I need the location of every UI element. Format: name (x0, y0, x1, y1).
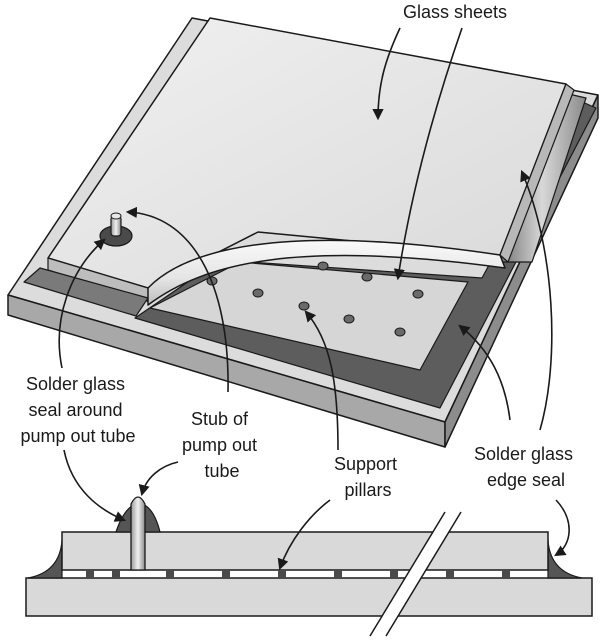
label-support-pillars: Support pillars (334, 454, 402, 500)
arrow-support-pillars-section (277, 499, 331, 571)
label-stub-tube: Stub of pump out tube (182, 409, 262, 481)
arrow-glass-sheets-top (372, 27, 401, 121)
pillar (361, 272, 373, 282)
arrow-stub-tube-section (138, 461, 179, 497)
section-break-lines (369, 511, 462, 637)
arrow-edge-seal-inner (458, 324, 511, 421)
pillar (298, 301, 310, 311)
pillar (394, 327, 406, 337)
section-pillars (86, 570, 510, 578)
label-edge-seal: Solder glass edge seal (474, 444, 578, 490)
section-bottom-glass (25, 577, 593, 617)
pillar (252, 288, 264, 298)
peeled-glass-curl (147, 239, 506, 306)
arrow-edge-seal-section (554, 499, 570, 557)
section-pump-tube (130, 496, 146, 571)
top-glass-right-edge (499, 83, 575, 263)
pillar (317, 261, 329, 271)
arrow-tube-seal (58, 238, 106, 369)
arrow-edge-seal-outer (520, 169, 553, 431)
section-right-seal (547, 539, 583, 579)
cross-section-view (25, 496, 593, 637)
arrow-tube-seal-section (63, 449, 127, 522)
label-glass-sheets: Glass sheets (403, 2, 507, 22)
arrow-stub-tube (125, 206, 229, 393)
pillar (343, 314, 355, 324)
section-left-seal (27, 539, 63, 579)
arrow-support-pillars-iso (304, 310, 339, 451)
isometric-view (7, 17, 599, 448)
pump-out-tube-iso (99, 212, 133, 247)
leader-arrows (58, 27, 570, 571)
pillar (412, 289, 424, 299)
left-edge-seal (23, 267, 149, 317)
arrow-glass-sheets-bottom (393, 27, 463, 281)
labels: Glass sheets Solder glass seal around pu… (20, 2, 578, 500)
label-solder-seal-tube: Solder glass seal around pump out tube (20, 374, 135, 446)
